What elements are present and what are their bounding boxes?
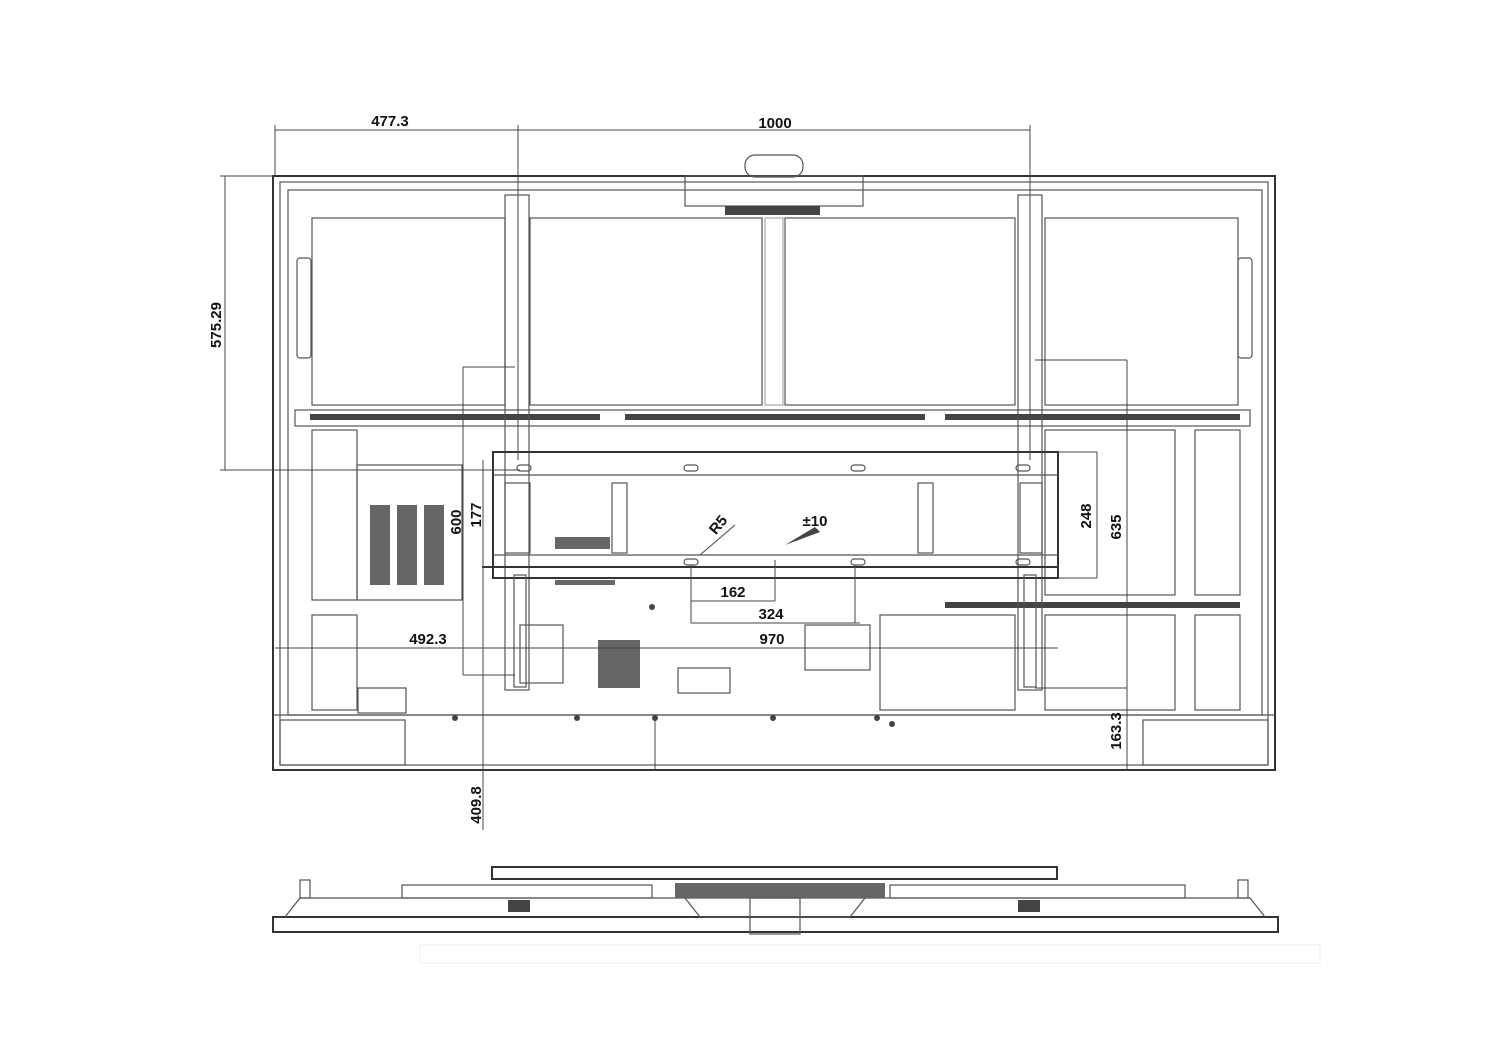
vertical-rail-left [504,194,530,691]
dim-hole-spacing-1: 162 [720,584,745,601]
dim-bracket-offset: 177 [468,502,485,527]
dimension-lines [220,125,1128,830]
dim-left-to-center: 492.3 [409,631,447,648]
horizontal-rail [294,409,1251,427]
camera-slot [725,206,820,215]
left-handle [296,257,312,359]
side-bracket [491,866,1058,880]
dim-tolerance: ±10 [803,513,828,530]
side-body [272,916,1279,933]
dim-bottom-offset: 163.3 [1108,712,1125,750]
dim-bracket-width: 970 [759,631,784,648]
upper-panels [311,217,1239,406]
right-handle [1237,257,1253,359]
camera-icon [744,154,804,178]
dim-left-offset: 477.3 [371,113,409,130]
dim-hole-spacing-2: 324 [758,606,784,623]
dim-rail-span: 635 [1108,514,1125,539]
lower-panels [311,429,1241,711]
display-inner-edge [279,181,1269,766]
power-inlet [357,687,407,714]
rear-view: 477.3 1000 575.29 600 177 R5 ±10 248 635… [208,113,1276,830]
dim-vesa-height: 600 [448,509,465,534]
dim-mount-width: 1000 [758,115,791,132]
label-plate [677,667,731,694]
dim-vertical-offset: 409.8 [468,786,485,824]
wall-bracket [482,451,1059,688]
screws [452,604,895,727]
display-outline [272,175,1276,771]
dim-bracket-height: 248 [1078,503,1095,528]
camera-mount [684,175,864,207]
connector-box [519,624,564,684]
dim-corner-radius: R5 [706,512,731,538]
tolerance-arrow-icon [785,527,820,545]
side-view [272,866,1321,964]
side-camera [749,897,801,935]
dim-height-to-rail: 575.29 [208,302,225,348]
